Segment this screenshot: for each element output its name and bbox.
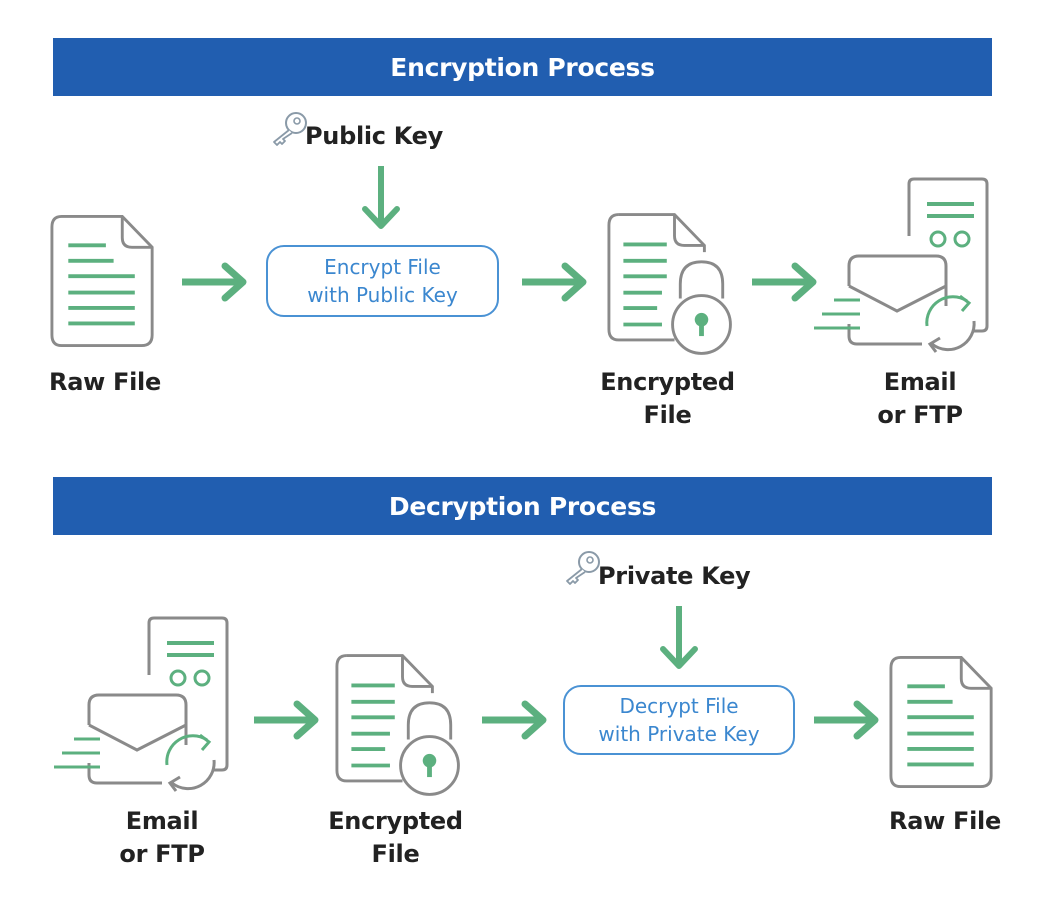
email-ftp-label: Email or FTP — [850, 366, 990, 432]
label-line: Email — [883, 368, 957, 396]
label-line: Encrypted — [600, 368, 735, 396]
arrow-down-icon — [659, 604, 699, 674]
encryption-banner: Encryption Process — [53, 38, 992, 96]
label-line: Email — [125, 807, 199, 835]
arrow-down-icon — [361, 164, 401, 234]
encrypt-line-1: Encrypt File — [324, 255, 441, 279]
decrypt-line-1: Decrypt File — [619, 694, 739, 718]
decryption-banner: Decryption Process — [53, 477, 992, 535]
email-server-icon — [52, 615, 232, 795]
arrow-right-icon — [520, 262, 590, 302]
raw-file-label: Raw File — [889, 807, 1001, 835]
document-icon — [889, 652, 995, 792]
key-icon — [270, 110, 310, 150]
encrypt-line-2: with Public Key — [307, 283, 458, 307]
raw-file-label: Raw File — [49, 368, 161, 396]
arrow-right-icon — [252, 700, 322, 740]
encrypt-file-step: Encrypt File with Public Key — [266, 245, 499, 317]
key-icon — [563, 549, 603, 589]
private-key-label: Private Key — [598, 562, 751, 590]
decrypt-file-step: Decrypt File with Private Key — [563, 685, 795, 755]
label-line: or FTP — [877, 401, 963, 429]
arrow-right-icon — [180, 262, 250, 302]
arrow-right-icon — [812, 700, 882, 740]
email-ftp-label: Email or FTP — [92, 805, 232, 871]
locked-document-icon — [607, 209, 742, 359]
label-line: File — [371, 840, 420, 868]
locked-document-icon — [335, 650, 470, 800]
document-icon — [50, 211, 156, 351]
label-line: Encrypted — [328, 807, 463, 835]
arrow-right-icon — [750, 262, 820, 302]
public-key-label: Public Key — [305, 122, 443, 150]
encrypted-file-label: Encrypted File — [313, 805, 478, 871]
decrypt-line-2: with Private Key — [598, 722, 760, 746]
label-line: or FTP — [119, 840, 205, 868]
email-server-icon — [812, 176, 992, 356]
arrow-right-icon — [480, 700, 550, 740]
encrypted-file-label: Encrypted File — [585, 366, 750, 432]
label-line: File — [643, 401, 692, 429]
